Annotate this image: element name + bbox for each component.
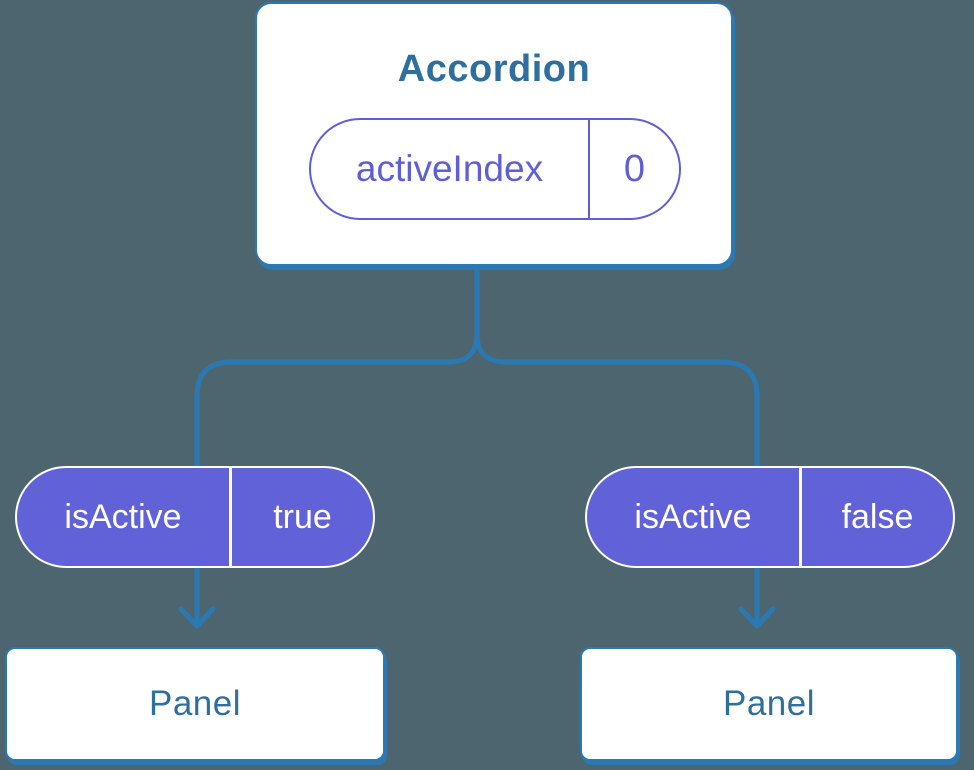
right-branch-line — [474, 331, 760, 470]
state-pill: activeIndex 0 — [309, 118, 681, 220]
prop-pill-right: isActive false — [585, 466, 955, 568]
accordion-component-box: Accordion activeIndex 0 — [255, 2, 733, 266]
prop-pill-left: isActive true — [15, 466, 375, 568]
left-branch-line — [194, 331, 480, 470]
prop-name: isActive — [634, 497, 752, 536]
right-arrow-down-icon — [738, 606, 776, 629]
prop-value: true — [229, 468, 373, 566]
prop-name: isActive — [64, 497, 182, 536]
prop-value: false — [799, 468, 953, 566]
panel-component-box-right: Panel — [580, 647, 958, 761]
state-name: activeIndex — [355, 148, 544, 189]
state-value: 0 — [588, 120, 679, 218]
panel-component-box-left: Panel — [5, 647, 385, 761]
left-arrow-down-icon — [178, 606, 216, 629]
component-title: Accordion — [397, 48, 591, 90]
